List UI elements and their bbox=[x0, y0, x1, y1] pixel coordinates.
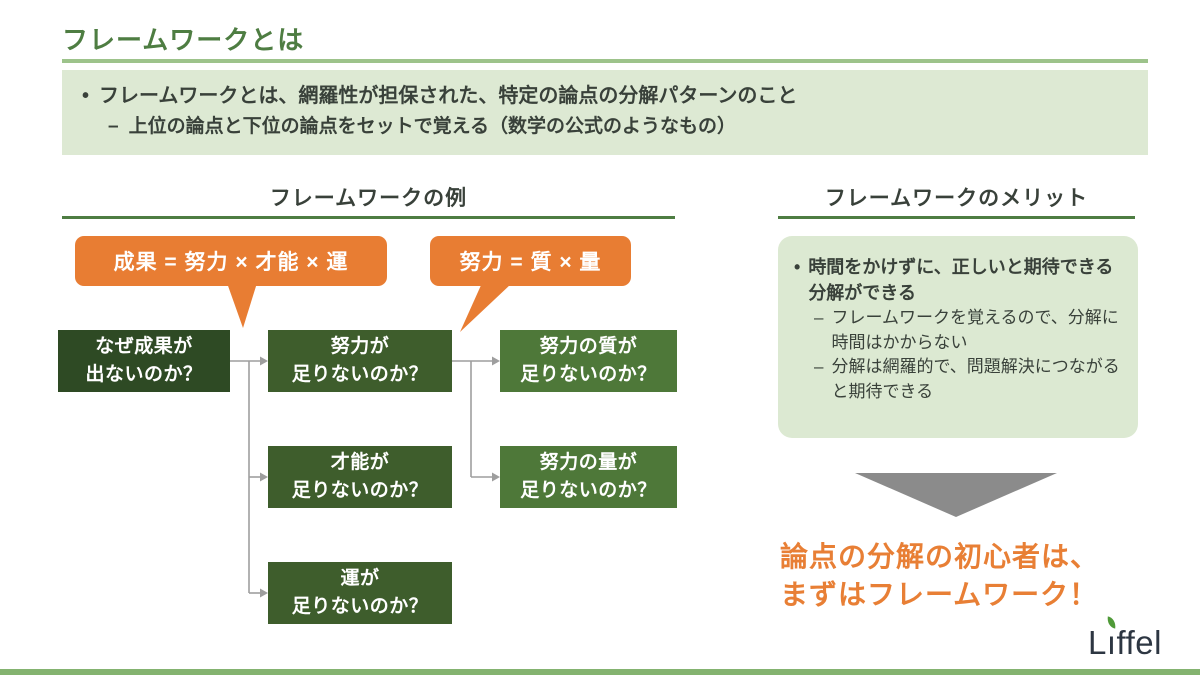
dash-marker: – bbox=[108, 116, 119, 137]
merit-sub-text-1: フレームワークを覚えるので、分解に時間はかからない bbox=[831, 308, 1119, 352]
tree-box-luck: 運が 足りないのか？ bbox=[268, 562, 452, 624]
merit-main-text: 時間をかけずに、正しいと期待できる分解ができる bbox=[808, 257, 1114, 304]
logo-letter-l: L bbox=[1088, 624, 1107, 661]
conclusion-text: 論点の分解の初心者は、 まずはフレームワーク！ bbox=[780, 538, 1099, 614]
summary-bullet-text: フレームワークとは、網羅性が担保された、特定の論点の分解パターンのこと bbox=[99, 85, 798, 107]
conclusion-line2: まずはフレームワーク！ bbox=[780, 578, 1099, 610]
logo-letter-i-glyph: ı bbox=[1106, 624, 1117, 661]
tree-box-effort-quality-line2: 足りないのか？ bbox=[520, 364, 657, 385]
connector-root-arrowheads bbox=[260, 356, 268, 598]
tree-box-effort: 努力が 足りないのか？ bbox=[268, 330, 452, 392]
conclusion-line1: 論点の分解の初心者は、 bbox=[780, 541, 1100, 572]
section-title-merit: フレームワークのメリット bbox=[824, 187, 1089, 210]
callout-tail-2 bbox=[460, 283, 512, 332]
section-rule-merit bbox=[778, 216, 1135, 219]
merit-sub-bullet-1: – フレームワークを覚えるので、分解に時間はかからない bbox=[794, 306, 1122, 355]
footer-accent-bar bbox=[0, 669, 1200, 675]
tree-box-effort-line1: 努力が bbox=[330, 336, 390, 358]
section-title-example: フレームワークの例 bbox=[269, 187, 468, 210]
tree-box-effort-quantity: 努力の量が 足りないのか？ bbox=[500, 446, 677, 508]
merit-sub-bullet-2: – 分解は網羅的で、問題解決につながると期待できる bbox=[794, 355, 1122, 404]
logo-rest: ffel bbox=[1116, 624, 1162, 661]
tree-box-effort-line2: 足りないのか？ bbox=[291, 364, 429, 385]
summary-sub-text: 上位の論点と下位の論点をセットで覚える（数学の公式のようなもの） bbox=[128, 116, 737, 137]
tree-box-luck-line1: 運が bbox=[340, 568, 380, 590]
merit-box: • 時間をかけずに、正しいと期待できる分解ができる – フレームワークを覚えるの… bbox=[778, 236, 1138, 438]
tree-box-root: なぜ成果が 出ないのか？ bbox=[58, 330, 230, 392]
formula-callout-effort: 努力 = 質 × 量 bbox=[430, 236, 631, 286]
page-title: フレームワークとは bbox=[62, 25, 305, 55]
tree-box-effort-quality: 努力の質が 足りないのか？ bbox=[500, 330, 677, 392]
merit-sub-text-2: 分解は網羅的で、問題解決につながると期待できる bbox=[831, 357, 1120, 402]
tree-box-luck-line2: 足りないのか？ bbox=[291, 596, 429, 617]
bullet-marker: • bbox=[82, 85, 90, 107]
bullet-marker: • bbox=[794, 257, 801, 277]
connector-effort-fan bbox=[452, 360, 493, 478]
tree-box-effort-quantity-line2: 足りないのか？ bbox=[520, 480, 657, 501]
down-triangle-icon bbox=[855, 473, 1057, 517]
tree-box-effort-quantity-line1: 努力の量が bbox=[539, 452, 638, 474]
callout-tail-1 bbox=[227, 283, 257, 328]
tree-box-talent: 才能が 足りないのか？ bbox=[268, 446, 452, 508]
logo-letter-i: ı bbox=[1106, 616, 1117, 662]
tree-box-effort-quality-line1: 努力の質が bbox=[539, 336, 638, 358]
summary-box: • フレームワークとは、網羅性が担保された、特定の論点の分解パターンのこと – … bbox=[62, 70, 1148, 155]
formula-callout-result: 成果 = 努力 × 才能 × 運 bbox=[75, 236, 387, 286]
tree-box-talent-line1: 才能が bbox=[330, 452, 390, 474]
connector-effort-arrowheads bbox=[492, 356, 500, 482]
title-underline bbox=[62, 59, 1148, 63]
summary-bullet: • フレームワークとは、網羅性が担保された、特定の論点の分解パターンのこと bbox=[82, 81, 1128, 112]
connector-root-fan bbox=[230, 360, 261, 594]
merit-main-bullet: • 時間をかけずに、正しいと期待できる分解ができる bbox=[794, 254, 1122, 306]
dash-marker: – bbox=[814, 308, 824, 328]
section-rule-example bbox=[62, 216, 675, 219]
tree-box-root-line2: 出ないのか？ bbox=[85, 364, 203, 385]
tree-box-talent-line2: 足りないのか？ bbox=[291, 480, 429, 501]
summary-sub-bullet: – 上位の論点と下位の論点をセットで覚える（数学の公式のようなもの） bbox=[82, 112, 1128, 141]
tree-box-root-line1: なぜ成果が bbox=[95, 336, 193, 358]
dash-marker: – bbox=[814, 357, 824, 377]
